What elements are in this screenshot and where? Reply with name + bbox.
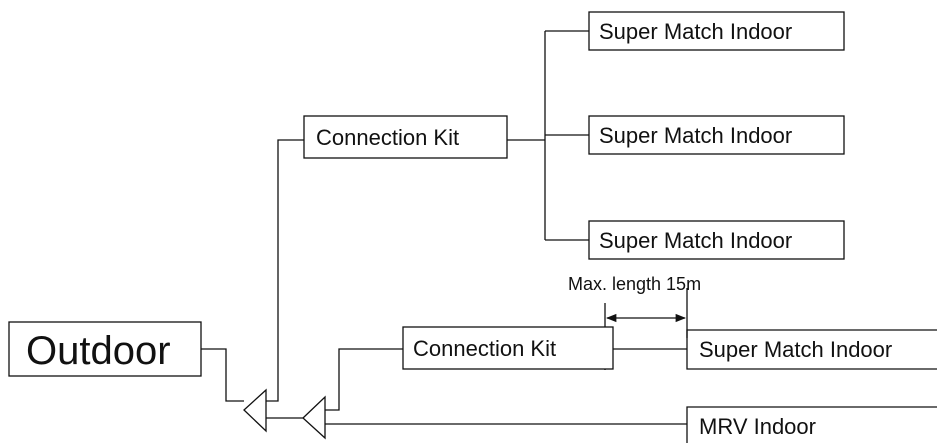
branch-joint-1 [243, 388, 267, 433]
indoor-unit-bottom-label: Super Match Indoor [699, 337, 892, 362]
connection-kit-top-label: Connection Kit [316, 125, 459, 150]
pipe-outdoor-to-joint-1 [201, 348, 244, 402]
max-length-label: Max. length 15m [568, 274, 701, 294]
connection-kit-bottom-label: Connection Kit [413, 336, 556, 361]
connection-kit-bottom: Connection Kit [402, 326, 614, 370]
indoor-unit-top-3-label: Super Match Indoor [599, 228, 792, 253]
wiring [201, 30, 688, 425]
pipe-joint-1-to-kit-top [266, 139, 304, 402]
indoor-unit-top-2: Super Match Indoor [588, 115, 845, 155]
connection-kit-top: Connection Kit [303, 115, 508, 159]
indoor-unit-bottom: Super Match Indoor [686, 329, 937, 370]
branch-joint-2 [302, 395, 326, 440]
mrv-indoor-unit: MRV Indoor [686, 406, 937, 443]
outdoor-unit: Outdoor [8, 321, 202, 377]
indoor-unit-top-2-label: Super Match Indoor [599, 123, 792, 148]
outdoor-label: Outdoor [26, 329, 171, 373]
indoor-unit-top-1: Super Match Indoor [588, 11, 845, 51]
pipe-joint-2-to-kit-bottom [325, 348, 403, 411]
mrv-indoor-label: MRV Indoor [699, 414, 816, 439]
indoor-unit-top-3: Super Match Indoor [588, 220, 845, 260]
indoor-unit-top-1-label: Super Match Indoor [599, 19, 792, 44]
